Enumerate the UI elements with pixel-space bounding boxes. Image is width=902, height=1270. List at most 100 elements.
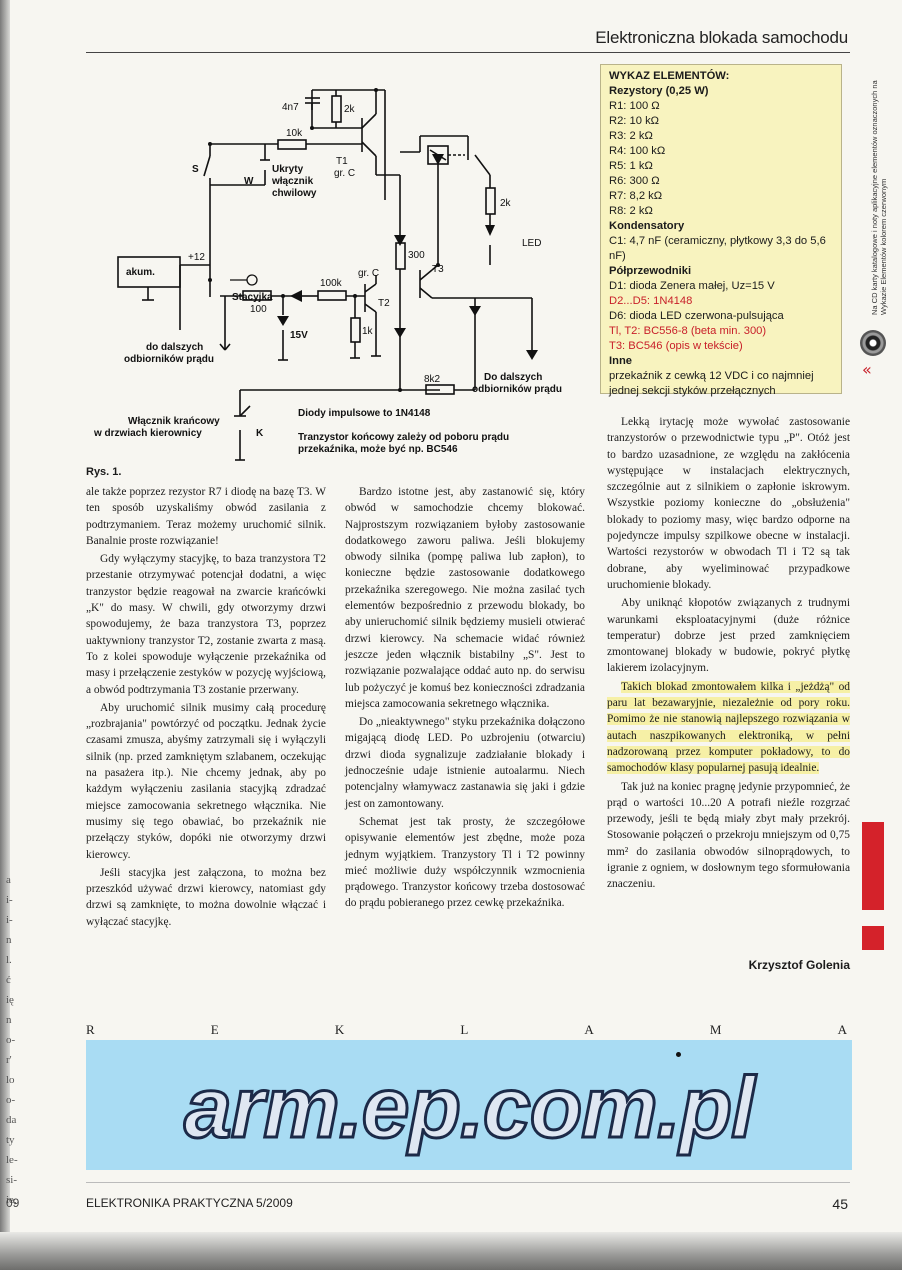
margin-fragment: l. bbox=[6, 954, 12, 966]
speck bbox=[676, 1052, 681, 1057]
cd-side-note-text: Na CD karty katalogowe i noty aplikacyjn… bbox=[870, 80, 888, 315]
paragraph: Schemat jest tak prosty, że szczegółowe … bbox=[345, 815, 585, 910]
margin-fragment: n bbox=[6, 934, 12, 946]
advertisement-banner[interactable]: arm.ep.com.pl bbox=[86, 1040, 852, 1170]
parts-item: Tl, T2: BC556-8 (beta min. 300) bbox=[609, 325, 767, 337]
label-door-switch-2: w drzwiach kierownicy bbox=[94, 428, 202, 439]
parts-item: przekaźnik z cewką 12 VDC i co najmniej … bbox=[609, 370, 814, 397]
margin-fragment: ty bbox=[6, 1134, 15, 1146]
label-r1: 100 bbox=[250, 304, 267, 315]
margin-fragment: r' bbox=[6, 1054, 12, 1066]
parts-item: R1: 100 Ω bbox=[609, 100, 660, 112]
header-rule bbox=[86, 52, 850, 53]
paragraph: Tak już na koniec pragnę jedynie przypom… bbox=[607, 780, 850, 891]
text-column-3: Lekką irytację może wywołać zastosowanie… bbox=[607, 414, 850, 895]
label-hidden-switch-3: chwilowy bbox=[272, 188, 317, 199]
label-r3: 2k bbox=[344, 104, 355, 115]
highlighted-text: Takich blokad zmontowałem kilka i „jeżdż… bbox=[607, 680, 850, 775]
label-t1-group: gr. C bbox=[334, 168, 356, 179]
article-running-title: Elektroniczna blokada samochodu bbox=[595, 28, 848, 47]
margin-fragment: si- bbox=[6, 1174, 17, 1186]
margin-fragment: ię bbox=[6, 994, 14, 1006]
reklama-letter: K bbox=[334, 1022, 346, 1037]
magazine-issue: ELEKTRONIKA PRAKTYCZNA 5/2009 bbox=[86, 1196, 293, 1210]
parts-section-heading: Rezystory (0,25 W) bbox=[609, 85, 709, 97]
label-plus12: +12 bbox=[188, 252, 205, 263]
scan-edge-bottom bbox=[0, 1232, 902, 1270]
label-hidden-switch-2: włącznik bbox=[272, 176, 314, 187]
parts-section-heading: Półprzewodniki bbox=[609, 265, 692, 277]
label-receivers-1a: do dalszych bbox=[146, 342, 204, 353]
label-t2-group: gr. C bbox=[358, 268, 380, 279]
note-transistor-1: Tranzystor końcowy zależy od poboru prąd… bbox=[298, 432, 510, 443]
parts-list-title: WYKAZ ELEMENTÓW: bbox=[609, 70, 730, 82]
paragraph: Gdy wyłączymy stacyjkę, to baza tranzyst… bbox=[86, 553, 326, 696]
label-t1: T1 bbox=[336, 156, 348, 167]
margin-fragment: o- bbox=[6, 1034, 16, 1046]
parts-item: T3: BC546 (opis w tekście) bbox=[609, 340, 743, 352]
label-hidden-switch-1: Ukryty bbox=[272, 164, 304, 175]
margin-fragment: i- bbox=[6, 914, 13, 926]
parts-item: R4: 100 kΩ bbox=[609, 145, 666, 157]
margin-fragment: o- bbox=[6, 1094, 16, 1106]
label-receivers-2b: odbiorników prądu bbox=[472, 384, 562, 395]
margin-fragment: ie, bbox=[6, 1194, 17, 1206]
parts-section-heading: Inne bbox=[609, 355, 632, 367]
label-t2: T2 bbox=[378, 298, 390, 309]
cd-icon bbox=[860, 330, 886, 356]
paragraph: Lekką irytację może wywołać zastosowanie… bbox=[607, 416, 850, 591]
parts-item: R6: 300 Ω bbox=[609, 175, 660, 187]
label-ignition: Stacyjka bbox=[232, 292, 273, 303]
parts-list-box: WYKAZ ELEMENTÓW: Rezystory (0,25 W) R1: 1… bbox=[600, 64, 842, 397]
margin-fragment: ć bbox=[6, 974, 11, 986]
parts-item: R7: 8,2 kΩ bbox=[609, 190, 663, 202]
label-c1: 4n7 bbox=[282, 102, 299, 113]
reklama-letter: E bbox=[210, 1022, 220, 1037]
paragraph: Jeśli stacyjka jest załączona, to można … bbox=[86, 866, 326, 928]
text-column-1: ale także poprzez rezystor R7 i diodę na… bbox=[86, 484, 326, 932]
label-led: LED bbox=[522, 238, 542, 249]
text-column-2: Bardzo istotne jest, aby zastanowić się,… bbox=[345, 484, 585, 914]
label-battery: akum. bbox=[126, 267, 155, 278]
label-r2: 10k bbox=[286, 128, 303, 139]
paragraph: Bardzo istotne jest, aby zastanowić się,… bbox=[345, 486, 585, 710]
reklama-letter: A bbox=[584, 1022, 595, 1037]
paragraph: Aby uniknąć kłopotów związanych z trudny… bbox=[607, 597, 850, 675]
reklama-letter: R bbox=[86, 1022, 96, 1037]
label-r5: 1k bbox=[362, 326, 373, 337]
label-door-switch-1: Włącznik krańcowy bbox=[128, 416, 220, 427]
note-transistor-2: przekaźnika, może być np. BC546 bbox=[298, 444, 458, 455]
margin-fragment: a bbox=[6, 874, 11, 886]
label-r7: 8k2 bbox=[424, 374, 441, 385]
label-zener: 15V bbox=[290, 330, 308, 341]
circuit-schematic: 4n7 2k 10k T1 gr. C S W Ukryty włącznik … bbox=[80, 60, 600, 470]
parts-item: C1: 4,7 nF (ceramiczny, płytkowy 3,3 do … bbox=[609, 235, 826, 262]
parts-item: R8: 2 kΩ bbox=[609, 205, 653, 217]
cd-side-note: Na CD karty katalogowe i noty aplikacyjn… bbox=[858, 60, 888, 320]
previous-page-number: 09 bbox=[6, 1196, 20, 1210]
paragraph: Do „nieaktywnego" styku przekaźnika dołą… bbox=[345, 716, 585, 810]
parts-item: R5: 1 kΩ bbox=[609, 160, 653, 172]
parts-item: D2...D5: 1N4148 bbox=[609, 295, 693, 307]
exclamation-icon bbox=[862, 822, 884, 952]
margin-fragment: da bbox=[6, 1114, 17, 1126]
label-t3: T3 bbox=[432, 264, 444, 275]
note-diodes: Diody impulsowe to 1N4148 bbox=[298, 408, 431, 419]
parts-section-heading: Kondensatory bbox=[609, 220, 685, 232]
label-receivers-1b: odbiorników prądu bbox=[124, 354, 214, 365]
parts-item: R2: 10 kΩ bbox=[609, 115, 660, 127]
label-receivers-2a: Do dalszych bbox=[484, 372, 543, 383]
reklama-letter: A bbox=[837, 1022, 848, 1037]
reklama-letter: M bbox=[709, 1022, 723, 1037]
label-r8: 2k bbox=[500, 198, 511, 209]
ad-url-text[interactable]: arm.ep.com.pl bbox=[182, 1059, 756, 1158]
margin-fragment: lo bbox=[6, 1074, 15, 1086]
margin-fragment: n bbox=[6, 1014, 12, 1026]
paragraph: ale także poprzez rezystor R7 i diodę na… bbox=[86, 486, 326, 547]
label-r4: 100k bbox=[320, 278, 342, 289]
ad-url[interactable]: arm.ep.com.pl bbox=[86, 1058, 852, 1158]
